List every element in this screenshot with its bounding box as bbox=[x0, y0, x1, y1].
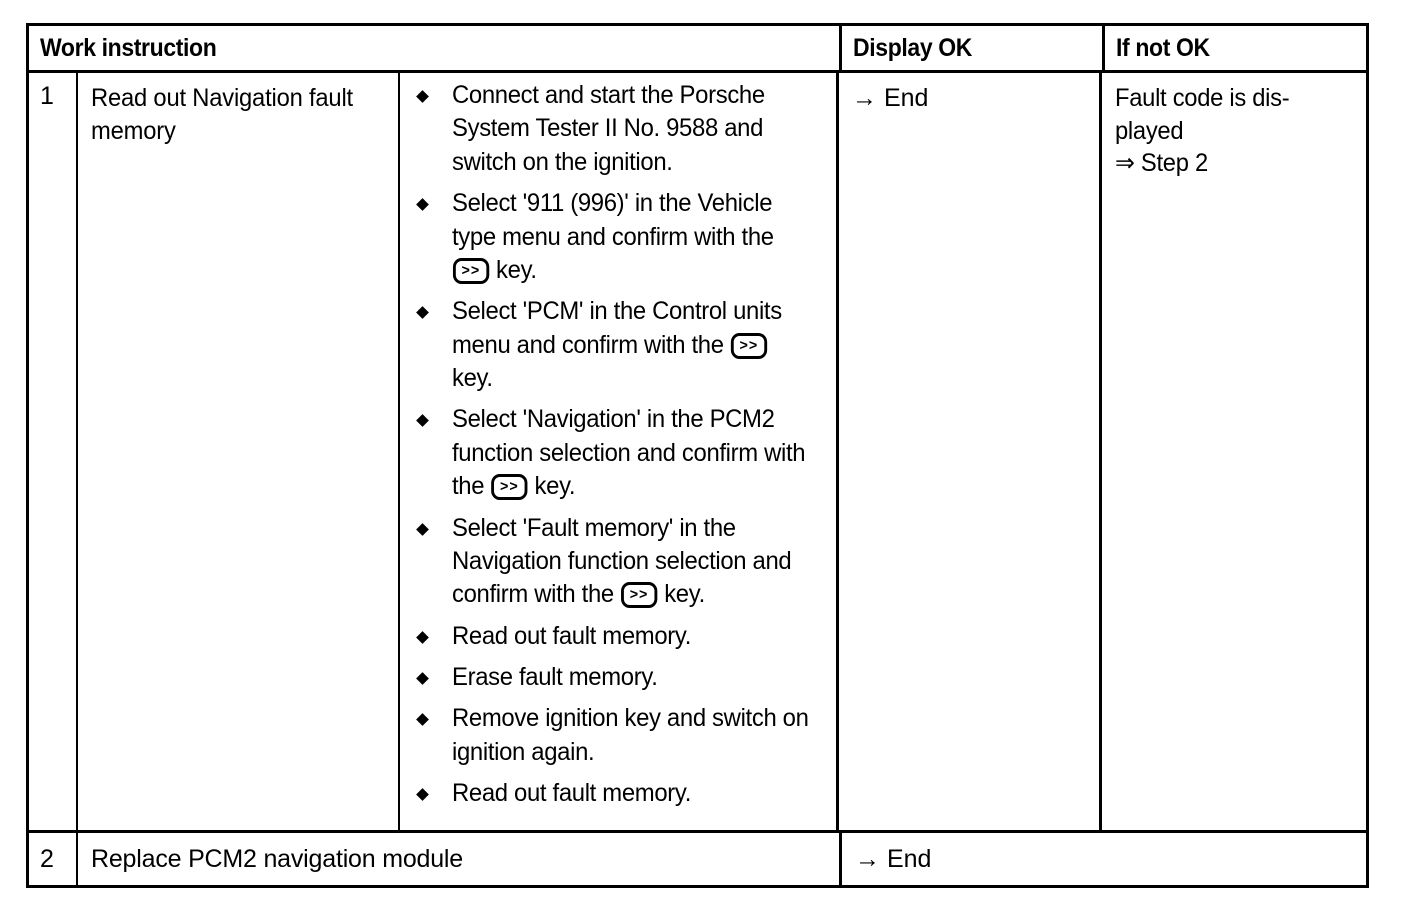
forward-key-icon: >> bbox=[491, 474, 528, 501]
step-text: Read out fault memory. bbox=[452, 621, 692, 650]
step-text: Remove ignition key and switch on igniti… bbox=[452, 704, 809, 766]
row-number-cell: 1 bbox=[29, 73, 78, 830]
row-number-cell: 2 bbox=[29, 833, 78, 885]
step-list-item: Connect and start the Porsche System Tes… bbox=[408, 79, 828, 179]
step-text: Erase fault memory. bbox=[452, 663, 658, 691]
row-steps-cell: Connect and start the Porsche System Tes… bbox=[400, 73, 839, 830]
column-header-if-not-ok: If not OK bbox=[1105, 26, 1363, 70]
row-task-cell: Replace PCM2 navigation module bbox=[78, 833, 842, 885]
step-text: Select '911 (996)' in the Vehicle type m… bbox=[452, 189, 774, 284]
step-list-item: Erase fault memory. bbox=[408, 661, 828, 694]
diamond-bullet-icon bbox=[416, 522, 429, 536]
table-row: 1 Read out Navigation fault memory Conne… bbox=[29, 73, 1366, 833]
diamond-bullet-icon bbox=[416, 198, 429, 211]
forward-key-icon: >> bbox=[621, 582, 657, 609]
step-list-item: Select 'Fault memory' in the Navigation … bbox=[408, 512, 828, 612]
step-text: Select 'Fault memory' in the Navigation … bbox=[452, 513, 792, 609]
row-task-text: Replace PCM2 navigation module bbox=[91, 844, 463, 873]
step-text: Select 'PCM' in the Control units menu a… bbox=[452, 297, 782, 392]
column-header-if-not-ok-label: If not OK bbox=[1116, 33, 1210, 62]
if-not-ok-line-3: ⇒ Step 2 bbox=[1115, 149, 1208, 177]
table-header-row: Work instruction Display OK If not OK bbox=[29, 26, 1366, 73]
step-bullet-list: Connect and start the Porsche System Tes… bbox=[408, 79, 828, 811]
work-instruction-table: Work instruction Display OK If not OK 1 … bbox=[26, 23, 1369, 888]
row-task-text: Read out Navigation fault memory bbox=[91, 84, 353, 145]
row-number: 2 bbox=[40, 844, 54, 873]
row-number: 1 bbox=[40, 82, 54, 110]
step-text: Select 'Navigation' in the PCM2 function… bbox=[452, 405, 806, 501]
step-list-item: Read out fault memory. bbox=[408, 620, 828, 653]
if-not-ok-line-1: Fault code is dis- bbox=[1115, 84, 1290, 112]
diamond-bullet-icon bbox=[416, 414, 429, 428]
step-text: Connect and start the Porsche System Tes… bbox=[452, 81, 765, 176]
row-task-cell: Read out Navigation fault memory bbox=[78, 73, 400, 830]
diamond-bullet-icon bbox=[416, 90, 429, 103]
diamond-bullet-icon bbox=[416, 672, 429, 685]
row-display-ok-cell: → End bbox=[842, 833, 1105, 885]
forward-key-icon: >> bbox=[730, 332, 767, 359]
display-ok-result: → End bbox=[855, 844, 932, 873]
row-if-not-ok-cell bbox=[1105, 833, 1363, 885]
column-header-work-instruction-label: Work instruction bbox=[40, 33, 217, 62]
column-header-display-ok-label: Display OK bbox=[853, 33, 973, 62]
row-if-not-ok-cell: Fault code is dis- played ⇒ Step 2 bbox=[1102, 73, 1360, 830]
step-list-item: Read out fault memory. bbox=[408, 777, 828, 810]
diamond-bullet-icon bbox=[416, 713, 429, 727]
forward-key-icon: >> bbox=[452, 257, 489, 284]
column-header-work-instruction: Work instruction bbox=[29, 26, 842, 70]
step-list-item: Remove ignition key and switch on igniti… bbox=[408, 702, 828, 769]
if-not-ok-line-2: played bbox=[1115, 116, 1184, 145]
diamond-bullet-icon bbox=[416, 306, 429, 320]
diamond-bullet-icon bbox=[416, 630, 429, 644]
step-list-item: Select 'PCM' in the Control units menu a… bbox=[408, 295, 828, 395]
table-row: 2 Replace PCM2 navigation module → End bbox=[29, 833, 1366, 885]
display-ok-result: → End bbox=[852, 84, 929, 112]
column-header-display-ok: Display OK bbox=[842, 26, 1105, 70]
diamond-bullet-icon bbox=[416, 788, 429, 801]
step-list-item: Select 'Navigation' in the PCM2 function… bbox=[408, 403, 828, 503]
step-list-item: Select '911 (996)' in the Vehicle type m… bbox=[408, 187, 828, 287]
row-display-ok-cell: → End bbox=[839, 73, 1102, 830]
step-text: Read out fault memory. bbox=[452, 779, 692, 808]
